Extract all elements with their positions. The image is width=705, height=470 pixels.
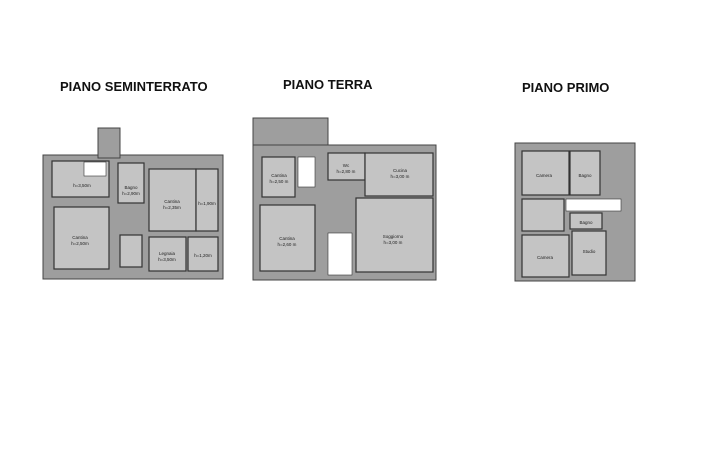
room-name: Bagno bbox=[124, 185, 138, 190]
room-name: Cucina bbox=[393, 168, 408, 173]
room-cantina bbox=[53, 206, 110, 270]
room-bagno bbox=[117, 162, 145, 204]
room-height: h=3,50m bbox=[73, 183, 91, 188]
room-cantina bbox=[259, 204, 316, 272]
stair bbox=[83, 161, 107, 177]
room-bagno bbox=[569, 150, 601, 196]
wall-block bbox=[252, 117, 329, 149]
room-camera bbox=[521, 234, 570, 278]
wall-block bbox=[97, 127, 121, 159]
room-cantina bbox=[261, 156, 296, 198]
room-name: Camera bbox=[537, 255, 554, 260]
room-soggiorno bbox=[355, 197, 434, 273]
room-camera bbox=[521, 150, 570, 196]
floorplan-seminterrato: h=3,50m Bagno h=2,90m Cantina h=2,35m h=… bbox=[42, 127, 224, 280]
room-name: Camera bbox=[536, 173, 553, 178]
title-piano-seminterrato: PIANO SEMINTERRATO bbox=[60, 79, 208, 94]
room-studio bbox=[571, 230, 607, 276]
room-height: h=3,00 m bbox=[384, 240, 403, 245]
room-name: Soggiorno bbox=[383, 234, 404, 239]
room-height: h=3,00 m bbox=[391, 174, 410, 179]
floorplan-terra: Cantina h=2,50 m Wc h=2,80 m Cucina h=3,… bbox=[252, 117, 437, 281]
room-name: Wc bbox=[343, 163, 350, 168]
floorplan-primo: Camera Bagno Bagno Camera Studio bbox=[514, 142, 636, 282]
room-cantina bbox=[148, 168, 197, 232]
room-bagno bbox=[569, 212, 603, 230]
room bbox=[119, 234, 143, 268]
room-height: h=3,50m bbox=[158, 257, 176, 262]
room-height: h=1,20m bbox=[194, 253, 212, 258]
room bbox=[195, 168, 219, 232]
room-name: Cantina bbox=[279, 236, 295, 241]
room-name: Cantina bbox=[164, 199, 180, 204]
stair bbox=[327, 232, 353, 276]
title-piano-primo: PIANO PRIMO bbox=[522, 80, 610, 95]
room-height: h=2,50 m bbox=[270, 179, 289, 184]
room-height: h=2,80 m bbox=[337, 169, 356, 174]
room-wc bbox=[327, 152, 366, 181]
room-legnaia bbox=[148, 236, 187, 272]
room-height: h=2,50m bbox=[71, 241, 89, 246]
room-name: Cantina bbox=[271, 173, 287, 178]
room-name: Cantina bbox=[72, 235, 88, 240]
room-name: Legnaia bbox=[159, 251, 176, 256]
stair bbox=[565, 198, 622, 212]
room bbox=[521, 198, 565, 232]
room-height: h=2,35m bbox=[163, 205, 181, 210]
stair bbox=[297, 156, 316, 188]
title-piano-terra: PIANO TERRA bbox=[283, 77, 373, 92]
room-name: Bagno bbox=[579, 220, 593, 225]
room-height: h=1,90m bbox=[198, 201, 216, 206]
room bbox=[187, 236, 219, 272]
room-height: h=2,90m bbox=[122, 191, 140, 196]
room-height: h=2,60 m bbox=[278, 242, 297, 247]
room-name: Studio bbox=[583, 249, 596, 254]
room-cucina bbox=[364, 152, 434, 197]
room-name: Bagno bbox=[578, 173, 592, 178]
